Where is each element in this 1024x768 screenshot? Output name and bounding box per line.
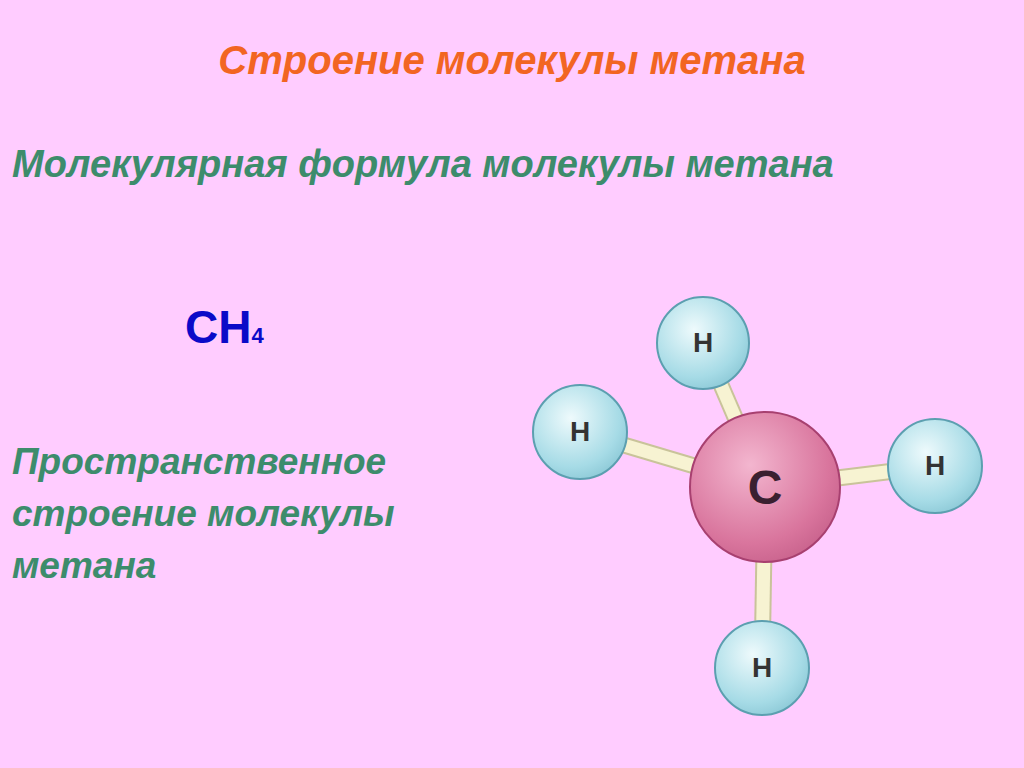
atom-symbol: H xyxy=(693,327,713,359)
hydrogen-atom: H xyxy=(532,384,628,480)
bond-fill xyxy=(625,445,693,465)
bond-outline xyxy=(625,445,693,465)
chemical-bond xyxy=(762,562,764,621)
molecular-formula: CH4 xyxy=(185,300,264,354)
carbon-atom: C xyxy=(689,411,841,563)
bond-outline xyxy=(721,385,735,418)
formula-heading: Молекулярная формула молекулы метана xyxy=(12,136,850,192)
bond-fill xyxy=(721,385,735,418)
atom-symbol: H xyxy=(570,416,590,448)
chemical-bond xyxy=(721,385,735,418)
chemical-bond xyxy=(839,472,888,478)
bond-fill xyxy=(839,472,888,478)
slide-title: Строение молекулы метана xyxy=(0,38,1024,83)
hydrogen-atom: H xyxy=(887,418,983,514)
bond-fill xyxy=(756,562,770,621)
hydrogen-atom: H xyxy=(714,620,810,716)
atom-symbol: H xyxy=(925,450,945,482)
bond-outline xyxy=(839,472,888,478)
bond-outline xyxy=(754,562,772,621)
structure-heading: Пространственное строение молекулы метан… xyxy=(12,436,512,592)
atom-symbol: H xyxy=(752,652,772,684)
atom-symbol: C xyxy=(748,460,783,515)
hydrogen-atom: H xyxy=(656,296,750,390)
chemical-bond xyxy=(625,445,693,465)
